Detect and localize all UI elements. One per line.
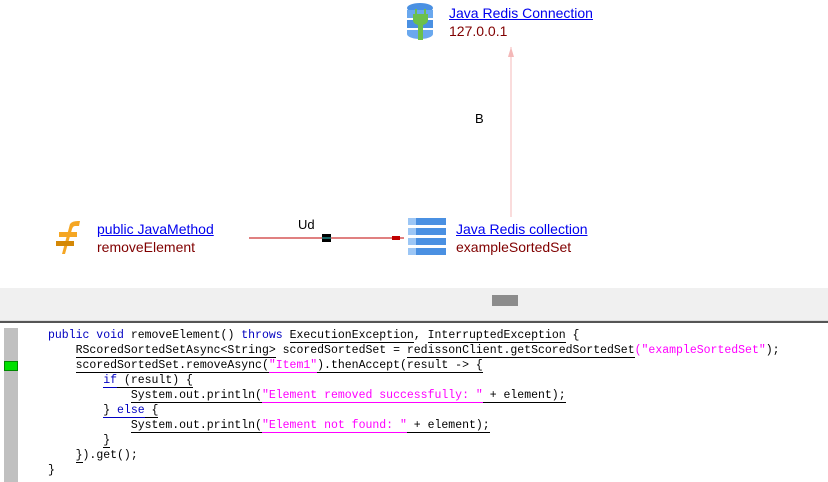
code-token: if: [103, 374, 118, 388]
code-token: ).get();: [82, 449, 138, 462]
code-token: removeElement(): [123, 329, 242, 342]
code-line: }).get();: [48, 448, 780, 463]
code-line: if (result) {: [48, 373, 780, 388]
method-node-name: removeElement: [97, 239, 196, 255]
code-token: System.out.println(: [130, 419, 262, 433]
code-token: "Element not found: ": [261, 419, 407, 433]
code-token: ("exampleSortedSet": [634, 344, 766, 357]
code-token: scoredSortedSet.removeAsync(: [75, 359, 269, 373]
code-token: "Item1": [268, 359, 318, 373]
code-token: [48, 374, 103, 387]
code-token: [48, 419, 131, 432]
diagram-edges: [249, 47, 514, 242]
edge-label-b: B: [475, 111, 484, 126]
method-node-link[interactable]: public JavaMethod: [97, 221, 214, 237]
code-token: {: [144, 404, 159, 418]
splitter-handle[interactable]: [492, 295, 518, 306]
code-token: [48, 389, 131, 402]
code-token: + element);: [406, 419, 490, 433]
database-plug-icon: [407, 3, 433, 40]
list-collection-icon: [408, 218, 446, 255]
code-editor[interactable]: public void removeElement() throws Execu…: [0, 321, 828, 482]
code-line: }: [48, 433, 780, 448]
code-token: ,: [413, 329, 428, 342]
code-line: System.out.println("Element not found: "…: [48, 418, 780, 433]
code-line: RScoredSortedSetAsync<String> scoredSort…: [48, 343, 780, 358]
collection-node-name: exampleSortedSet: [456, 239, 572, 255]
code-token: [48, 404, 103, 417]
code-lines: public void removeElement() throws Execu…: [48, 328, 780, 478]
code-token: RScoredSortedSetAsync<String>: [75, 344, 276, 358]
code-token: }: [103, 434, 111, 448]
code-token: else: [117, 404, 145, 418]
highlighted-line-marker: [4, 361, 18, 371]
code-line: System.out.println("Element removed succ…: [48, 388, 780, 403]
code-token: redissonClient.getScoredSortedSet: [406, 344, 635, 358]
code-token: }: [75, 449, 83, 463]
code-line: public void removeElement() throws Execu…: [48, 328, 780, 343]
collection-node-link[interactable]: Java Redis collection: [456, 221, 588, 237]
connection-node-link[interactable]: Java Redis Connection: [449, 5, 593, 21]
arrowhead-right: [392, 236, 400, 240]
code-line: }: [48, 463, 780, 478]
code-token: [48, 449, 76, 462]
code-token: [48, 359, 76, 372]
code-token: (result) {: [117, 374, 193, 388]
code-token: scoredSortedSet =: [275, 344, 407, 357]
code-line: } else {: [48, 403, 780, 418]
code-token: {: [565, 329, 580, 342]
code-token: }: [48, 464, 55, 477]
code-token: [283, 329, 290, 342]
code-token: ExecutionException: [289, 329, 414, 343]
code-token: [48, 434, 103, 447]
code-token: }: [103, 404, 118, 418]
code-token: result -> {: [406, 359, 483, 373]
code-token: [48, 344, 76, 357]
code-token: public void: [48, 329, 124, 342]
splitter-bar[interactable]: [0, 288, 828, 321]
connection-node-host: 127.0.0.1: [449, 23, 508, 39]
code-token: throws: [241, 329, 283, 342]
edge-label-ud: Ud: [298, 217, 315, 232]
editor-gutter: [4, 328, 18, 482]
code-token: InterruptedException: [427, 329, 566, 343]
function-icon: [56, 221, 80, 254]
code-line: scoredSortedSet.removeAsync("Item1").the…: [48, 358, 780, 373]
code-token: );: [765, 344, 780, 357]
code-token: ).thenAccept(: [317, 359, 407, 373]
code-token: "Element removed successfully: ": [261, 389, 483, 403]
code-token: + element);: [482, 389, 566, 403]
arrowhead-up: [508, 47, 514, 57]
code-token: System.out.println(: [130, 389, 262, 403]
